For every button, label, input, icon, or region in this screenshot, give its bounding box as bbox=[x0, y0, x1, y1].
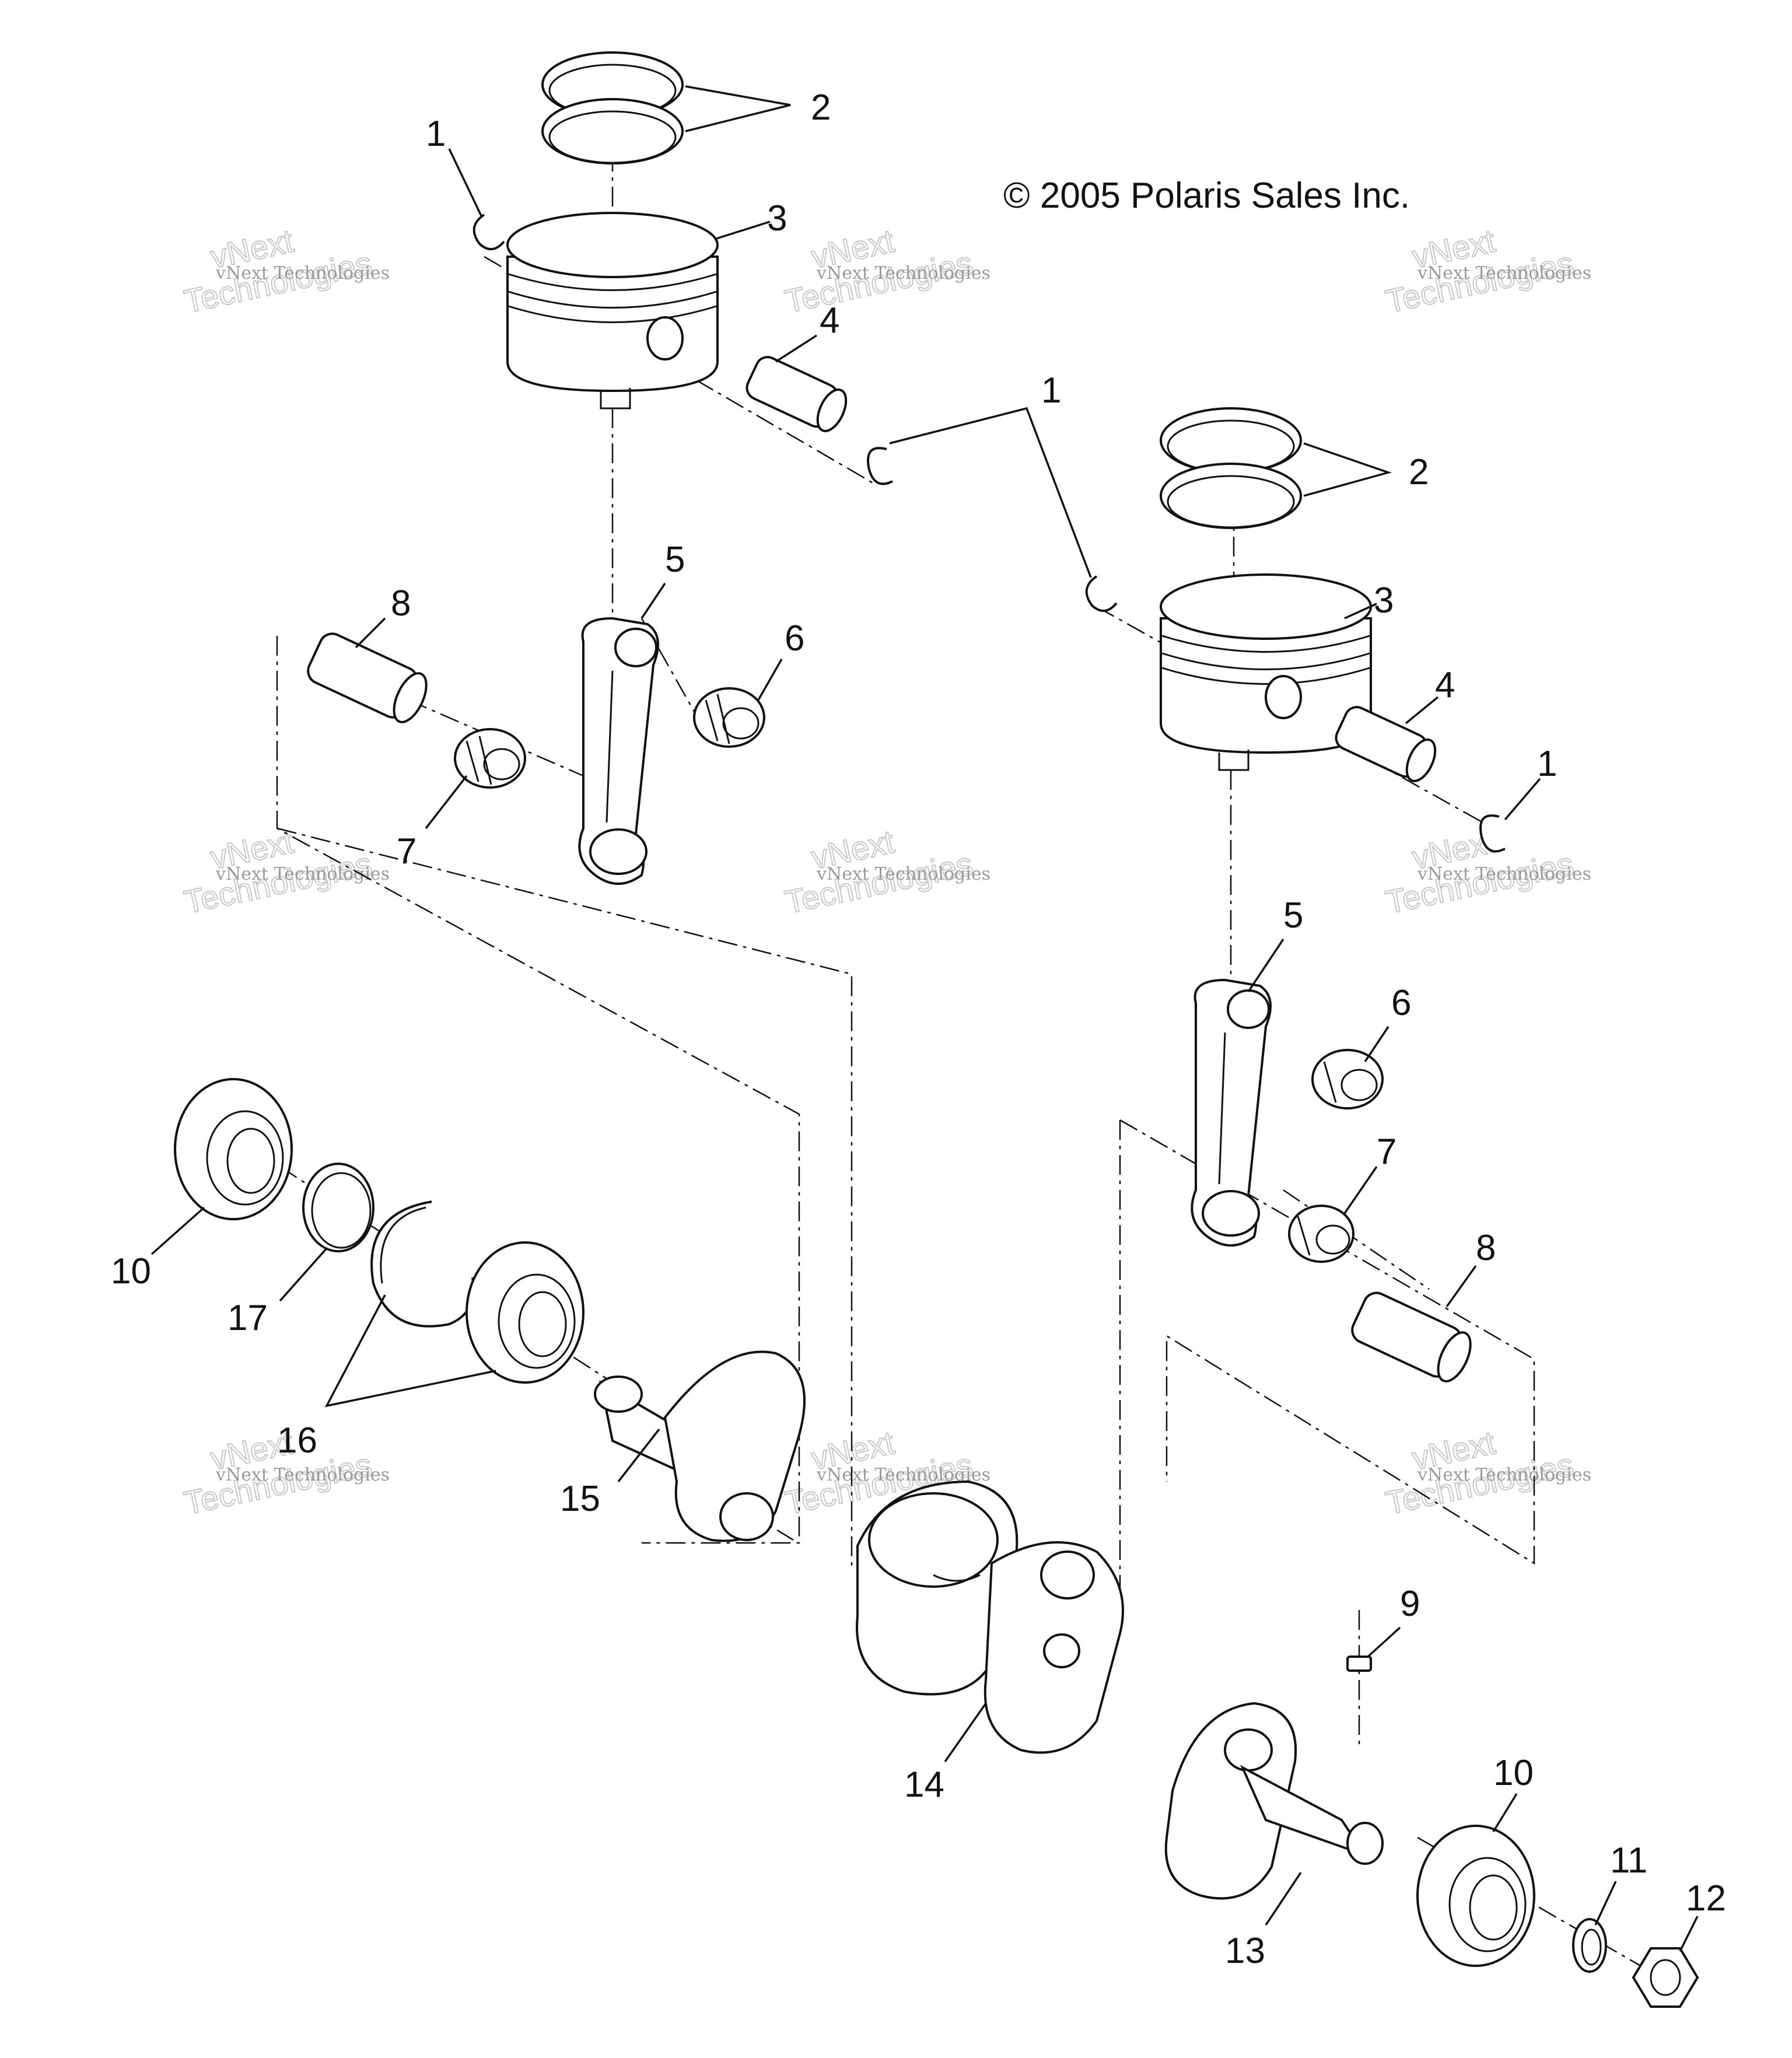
watermark-text: vNext Technologies bbox=[1417, 1465, 1591, 1485]
crankshaft-nut bbox=[1632, 1947, 1699, 2008]
main-bearing-right bbox=[1416, 1825, 1535, 1967]
wrist-pin bbox=[746, 356, 848, 432]
small-end-bearing-right bbox=[1311, 1049, 1384, 1110]
callout-4: 4 bbox=[1435, 665, 1455, 705]
watermark-text: vNext Technologies bbox=[215, 1465, 390, 1485]
wrist-pin bbox=[1335, 706, 1437, 782]
snap-ring-small bbox=[302, 1163, 374, 1252]
callout-4: 4 bbox=[820, 300, 839, 341]
circlip bbox=[1085, 575, 1118, 612]
callout-8: 8 bbox=[1476, 1228, 1496, 1268]
watermark-text: vNext Technologies bbox=[816, 263, 991, 284]
callout-13: 13 bbox=[1225, 1931, 1265, 1971]
big-end-bearing-left bbox=[454, 728, 526, 789]
callout-9: 9 bbox=[1400, 1584, 1420, 1624]
crankshaft-center bbox=[856, 1480, 1124, 1754]
main-bearing-center bbox=[466, 1241, 584, 1384]
circlip bbox=[867, 447, 893, 485]
copyright-text: © 2005 Polaris Sales Inc. bbox=[1003, 176, 1410, 216]
crank-pin-left bbox=[307, 632, 428, 723]
callout-1: 1 bbox=[1041, 370, 1061, 411]
callout-6: 6 bbox=[785, 618, 804, 659]
callout-3: 3 bbox=[1374, 580, 1394, 621]
watermark-text: vNext Technologies bbox=[215, 864, 390, 884]
callout-17: 17 bbox=[228, 1298, 268, 1338]
connecting-rod-right bbox=[1191, 978, 1272, 1247]
piston-assembly-left bbox=[473, 51, 893, 485]
callout-7: 7 bbox=[1377, 1132, 1396, 1172]
callout-16: 16 bbox=[277, 1420, 317, 1461]
callout-6: 6 bbox=[1391, 983, 1411, 1023]
callout-14: 14 bbox=[904, 1765, 944, 1805]
callout-5: 5 bbox=[665, 540, 685, 580]
watermark-text: vNext Technologies bbox=[1417, 263, 1591, 284]
woodruff-key bbox=[1346, 1656, 1372, 1672]
snap-ring-large bbox=[370, 1200, 475, 1328]
callout-5: 5 bbox=[1283, 895, 1303, 936]
connecting-rod-left bbox=[578, 617, 659, 885]
callout-11: 11 bbox=[1610, 1840, 1647, 1881]
callout-1: 1 bbox=[426, 114, 446, 154]
callout-3: 3 bbox=[767, 198, 787, 239]
leader-lines bbox=[150, 85, 1699, 1952]
circlip bbox=[1479, 814, 1506, 853]
crankshaft-half-right bbox=[1164, 1702, 1384, 1900]
lock-washer bbox=[1572, 1918, 1607, 1973]
callout-10: 10 bbox=[111, 1251, 151, 1292]
callout-10: 10 bbox=[1493, 1753, 1534, 1793]
circlip bbox=[473, 214, 505, 250]
watermark-text: vNext Technologies bbox=[816, 864, 991, 884]
crank-pin-right bbox=[1351, 1292, 1472, 1382]
small-end-bearing-left bbox=[693, 687, 765, 748]
piston-assembly-right bbox=[1085, 407, 1506, 853]
callout-labels: 1 2 3 4 1 2 3 4 1 5 6 7 8 5 6 7 8 9 10 1… bbox=[111, 88, 1726, 1971]
big-end-bearing-right bbox=[1288, 1205, 1354, 1263]
callout-7: 7 bbox=[397, 831, 416, 872]
callout-8: 8 bbox=[391, 583, 411, 624]
callout-12: 12 bbox=[1686, 1878, 1726, 1919]
main-bearing-left bbox=[174, 1078, 293, 1220]
callout-2: 2 bbox=[1409, 452, 1429, 492]
callout-1: 1 bbox=[1537, 744, 1557, 784]
callout-15: 15 bbox=[560, 1479, 600, 1519]
crankshaft-half-left bbox=[594, 1350, 806, 1542]
watermark-text: vNext Technologies bbox=[1417, 864, 1591, 884]
watermark-text: vNext Technologies bbox=[215, 263, 390, 284]
callout-2: 2 bbox=[811, 88, 831, 128]
